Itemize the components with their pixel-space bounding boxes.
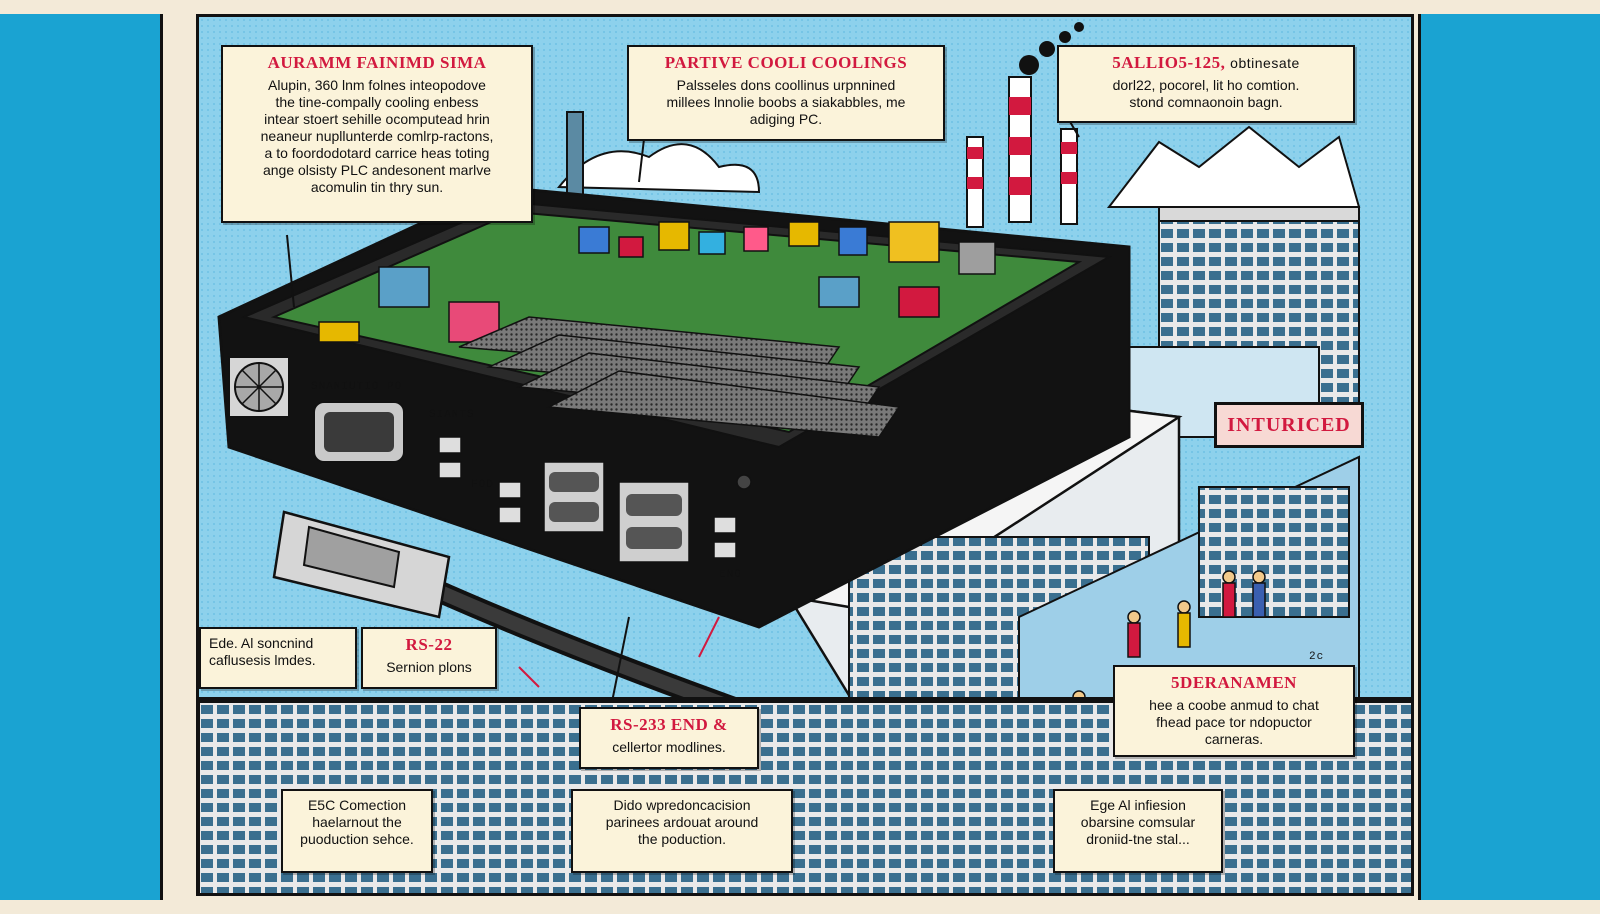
factory-smokestacks bbox=[566, 22, 1084, 228]
device-label-ports: SIANTS bbox=[429, 409, 475, 421]
device-label-fod: FOD bbox=[471, 479, 494, 491]
caption-line: Palsseles dons coollinus urpnnined bbox=[676, 76, 896, 93]
device-label-corner: 2c bbox=[1309, 651, 1325, 663]
caption-production-partners: Dido wpredoncacision parinees ardouat ar… bbox=[571, 789, 793, 873]
industrial-pc-case bbox=[217, 185, 1131, 629]
left-blue-border bbox=[0, 14, 163, 900]
caption-passive-cooling: PARTIVE COOLI COOLINGS Palsseles dons co… bbox=[627, 45, 945, 141]
caption-line: dorl22, pocorel, lit ho comtion. bbox=[1112, 76, 1300, 93]
caption-line: acomulin tin thry sun. bbox=[310, 179, 444, 196]
caption-heading: 5ALLIO5-125, obtinesate bbox=[1067, 53, 1345, 74]
caption-line: obarsine comsular bbox=[1080, 814, 1196, 831]
caption-esc-connection: E5C Comection haelarnout the puoduction … bbox=[281, 789, 433, 873]
caption-line: parinees ardouat around bbox=[605, 814, 759, 831]
caption-line: a to foordodotard carrice heas toting bbox=[264, 145, 490, 162]
caption-line: puoduction sehce. bbox=[300, 831, 414, 848]
illustration-frame: AURAMM FAINIMD SIMA Alupin, 360 lnm foln… bbox=[196, 14, 1414, 896]
caption-edge-ai-sensing: Ede. Al soncnind caflusesis lmdes. bbox=[199, 627, 357, 689]
caption-line: droniid-tne stal... bbox=[1086, 831, 1190, 848]
caption-line: Ede. Al soncnind bbox=[209, 635, 314, 651]
caption-line: caflusesis lmdes. bbox=[209, 652, 316, 669]
caption-line: ange olsisty PLC andesonent marlve bbox=[262, 162, 492, 179]
snow-mountains bbox=[556, 125, 1361, 208]
caption-line: neaneur nupllunterde comlrp-ractons, bbox=[260, 127, 494, 144]
caption-serial-ports: 5ALLIO5-125, obtinesate dorl22, pocorel,… bbox=[1057, 45, 1355, 123]
device-label-eno: ENO bbox=[719, 569, 742, 581]
caption-line: Sernion plons bbox=[386, 658, 472, 675]
caption-heading: RS-22 bbox=[405, 635, 453, 654]
caption-sderaname: 5DERANAMEN hee a coobe anmud to chat fhe… bbox=[1113, 665, 1355, 757]
caption-line: intear stoert sehille ocomputead hrin bbox=[264, 110, 490, 127]
caption-line: cellertor modlines. bbox=[612, 738, 726, 755]
caption-heading-rest: obtinesate bbox=[1230, 55, 1300, 71]
factory-sign: INTURICED bbox=[1214, 402, 1364, 448]
caption-edge-ai-inference: Ege Al infiesion obarsine comsular droni… bbox=[1053, 789, 1223, 873]
caption-line: haelarnout the bbox=[312, 814, 402, 831]
caption-line: E5C Comection bbox=[307, 797, 407, 813]
caption-line: stond comnaonoin bagn. bbox=[1129, 93, 1283, 110]
caption-cooling-system: AURAMM FAINIMD SIMA Alupin, 360 lnm foln… bbox=[221, 45, 533, 223]
caption-heading: PARTIVE COOLI COOLINGS bbox=[664, 53, 908, 72]
caption-rs22: RS-22 Sernion plons bbox=[361, 627, 497, 689]
caption-line: the poduction. bbox=[638, 831, 726, 848]
caption-line: Alupin, 360 lnm folnes inteopodove bbox=[268, 76, 486, 93]
caption-heading: RS-233 END & bbox=[610, 715, 728, 734]
caption-line: hee a coobe anmud to chat bbox=[1149, 696, 1319, 713]
caption-heading: 5DERANAMEN bbox=[1171, 673, 1297, 692]
caption-line: the tine-compally cooling enbess bbox=[275, 93, 479, 110]
factory-building bbox=[1118, 206, 1360, 438]
caption-heading-accent: 5ALLIO5-125, bbox=[1112, 53, 1226, 72]
device-label-serial: SNANIUTIO PO bbox=[311, 381, 403, 393]
caption-line: carneras. bbox=[1204, 730, 1264, 747]
caption-line: Ege Al infiesion bbox=[1090, 797, 1186, 813]
right-blue-border bbox=[1418, 14, 1600, 900]
caption-line: Dido wpredoncacision bbox=[613, 797, 751, 813]
caption-rs233: RS-233 END & cellertor modlines. bbox=[579, 707, 759, 769]
caption-line: millees lnnolie boobs a siakabbles, me bbox=[666, 93, 906, 110]
caption-line: fhead pace tor ndopuctor bbox=[1156, 713, 1312, 730]
caption-line: adiging PC. bbox=[749, 110, 823, 127]
caption-heading: AURAMM FAINIMD SIMA bbox=[267, 53, 487, 72]
